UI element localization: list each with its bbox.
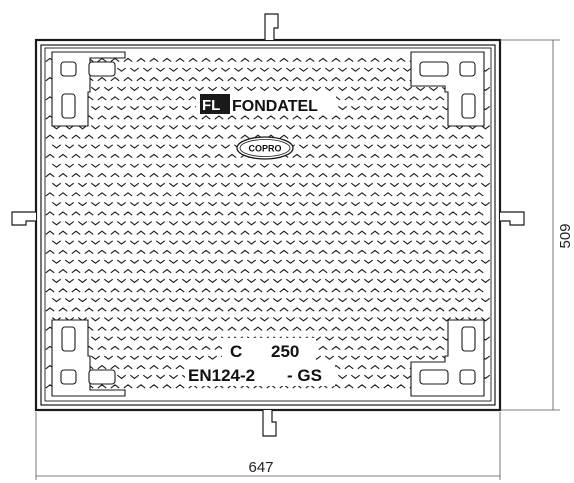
copro-badge: COPRO xyxy=(236,136,294,160)
load-rating: 250 xyxy=(271,342,299,361)
lug-right xyxy=(500,211,525,226)
lug-top xyxy=(264,13,279,40)
fl-logo-icon xyxy=(200,94,230,114)
brand-logo: FL FONDATEL xyxy=(196,92,336,115)
corner-pocket-top-left xyxy=(51,51,126,127)
corner-pocket-bottom-left xyxy=(51,319,126,397)
width-dimension-label: 647 xyxy=(248,459,273,476)
copro-badge-text: COPRO xyxy=(248,144,281,154)
frame-lugs xyxy=(11,13,525,437)
load-marking: C 250 EN124-2 - GS xyxy=(185,338,335,386)
lug-bottom xyxy=(262,410,277,437)
standard-reference: EN124-2 xyxy=(188,366,255,385)
lug-left xyxy=(11,211,36,226)
brand-name: FONDATEL xyxy=(232,98,318,115)
brand-logo-text: FL xyxy=(202,97,220,114)
corner-pocket-top-right xyxy=(410,51,485,127)
width-dimension xyxy=(35,412,501,480)
height-dimension-label: 509 xyxy=(557,223,574,248)
height-dimension xyxy=(500,39,560,411)
material-code: - GS xyxy=(287,366,322,385)
corner-pockets xyxy=(51,51,485,397)
load-class-letter: C xyxy=(230,342,242,361)
corner-pocket-bottom-right xyxy=(410,319,485,397)
